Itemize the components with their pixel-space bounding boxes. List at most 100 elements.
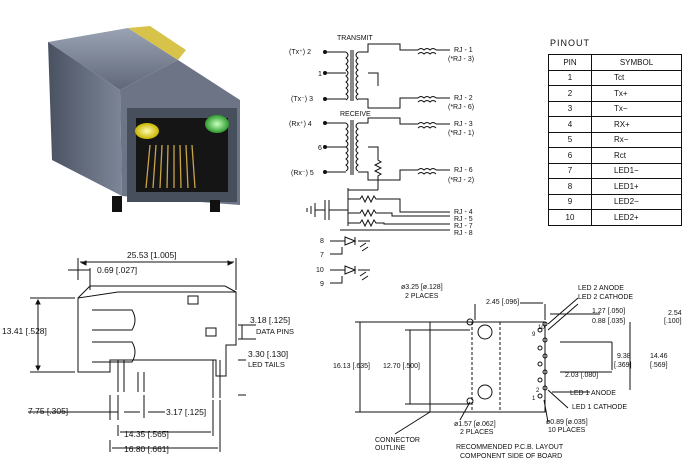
rj-label: (*RJ - 3) — [448, 56, 474, 63]
rj-label: RJ - 1 — [454, 47, 473, 54]
dimension-text: [.369] — [614, 362, 632, 369]
pin-label: 10 — [316, 267, 324, 274]
rj-label: RJ - 5 — [454, 216, 473, 223]
rj45-jack-photo — [48, 26, 240, 212]
pinout-title: PINOUT — [550, 38, 591, 48]
rj-label: RJ - 6 — [454, 167, 473, 174]
pin-label: 7 — [320, 252, 324, 259]
pin-label: (Tx⁺) 2 — [289, 49, 311, 56]
pin-cell: 8 — [548, 178, 592, 195]
transmit-label: TRANSMIT — [337, 35, 374, 42]
pin-number: 9 — [532, 332, 536, 338]
rj-label: RJ - 8 — [454, 230, 473, 237]
pin-number: 1 — [532, 396, 536, 402]
led2-anode-label: LED 2 ANODE — [578, 285, 624, 292]
rj-label: (*RJ - 2) — [448, 177, 474, 184]
dimension-text: 16.13 [.635] — [333, 363, 370, 370]
symbol-cell: Tct — [591, 69, 682, 86]
rj-label: RJ - 3 — [454, 121, 473, 128]
pin-cell: 10 — [548, 209, 592, 226]
component-side-label: COMPONENT SIDE OF BOARD — [460, 453, 562, 460]
symbol-cell: Tx− — [591, 100, 682, 117]
dimension-text: 1.27 [.050] — [592, 308, 625, 315]
pin-holes — [537, 321, 548, 399]
dimension-text: 25.53 [1.005] — [127, 250, 177, 260]
yellow-led-icon — [135, 123, 159, 139]
schematic — [306, 43, 450, 284]
dimension-text: 3.18 [.125] — [250, 315, 290, 325]
places-label: 2 PLACES — [460, 429, 494, 436]
dimension-text: ø1.57 [ø.062] — [454, 421, 496, 428]
led1-anode-label: LED 1 ANODE — [570, 390, 616, 397]
dimension-text: 2.45 [.096] — [486, 299, 519, 306]
pcb-labels: ø3.25 [ø.128] 2 PLACES 2.45 [.096] LED 2… — [333, 284, 682, 460]
rj-label: RJ - 4 — [454, 209, 473, 216]
recommended-pcb-label: RECOMMENDED P.C.B. LAYOUT — [456, 444, 564, 451]
symbol-cell: Tx+ — [591, 85, 682, 102]
dimension-text: 3.30 [.130] — [248, 349, 288, 359]
pin-header: PIN — [548, 54, 592, 71]
dimension-text: ø0.89 [ø.035] — [546, 419, 588, 426]
data-pins-label: DATA PINS — [256, 327, 294, 336]
dimension-text: 14.35 [.565] — [124, 429, 169, 439]
pin-label: 9 — [320, 281, 324, 288]
receive-label: RECEIVE — [340, 111, 371, 118]
rj-label: RJ - 7 — [454, 223, 473, 230]
dimension-text: 13.41 [.528] — [2, 326, 47, 336]
schematic-labels: TRANSMIT RECEIVE (Tx⁺) 2 1 (Tx⁻) 3 (Rx⁺)… — [289, 35, 474, 288]
led-tails-label: LED TAILS — [248, 360, 285, 369]
pin-number: 10 — [538, 325, 545, 331]
led2-cathode-label: LED 2 CATHODE — [578, 294, 633, 301]
pin-cell: 1 — [548, 69, 592, 86]
pin-label: (Rx⁻) 5 — [291, 170, 314, 177]
symbol-cell: RX+ — [591, 116, 682, 133]
dimension-text: 0.69 [.027] — [97, 265, 137, 275]
dimension-text: ø3.25 [ø.128] — [401, 284, 443, 291]
dimension-text: 14.46 — [650, 353, 668, 360]
green-led-icon — [205, 115, 229, 133]
pin-cell: 9 — [548, 193, 592, 210]
dimension-text: [.100] — [664, 318, 682, 325]
pin-cell: 7 — [548, 162, 592, 179]
symbol-cell: LED2+ — [591, 209, 682, 226]
symbol-cell: Rct — [591, 147, 682, 164]
pin-label: 8 — [320, 238, 324, 245]
places-label: 10 PLACES — [548, 427, 586, 434]
rj-label: RJ - 2 — [454, 95, 473, 102]
pin-number: 2 — [536, 388, 540, 394]
dimension-text: 0.88 [.035] — [592, 318, 625, 325]
pin-cell: 2 — [548, 85, 592, 102]
pin-cell: 5 — [548, 131, 592, 148]
symbol-header: SYMBOL — [591, 54, 682, 71]
connector-outline-label: CONNECTOR — [375, 437, 420, 444]
pinout-header-row: PIN SYMBOL — [548, 54, 682, 71]
dimension-text: 3.17 [.125] — [166, 407, 206, 417]
places-label: 2 PLACES — [405, 293, 439, 300]
dimension-text: 12.70 [.500] — [383, 363, 420, 370]
dimension-text: [.569] — [650, 362, 668, 369]
pin-label: 1 — [318, 71, 322, 78]
side-view-drawing — [28, 258, 256, 452]
dimension-text: 9.38 — [617, 353, 631, 360]
rj-label: (*RJ - 1) — [448, 130, 474, 137]
pin-label: 6 — [318, 145, 322, 152]
pin-cell: 6 — [548, 147, 592, 164]
pcb-layout-drawing — [355, 297, 631, 435]
symbol-cell: Rx− — [591, 131, 682, 148]
dimension-text: 2.03 [.080] — [565, 372, 598, 379]
connector-outline-label: OUTLINE — [375, 445, 406, 452]
pin-cell: 4 — [548, 116, 592, 133]
pin-label: (Rx⁺) 4 — [289, 121, 312, 128]
